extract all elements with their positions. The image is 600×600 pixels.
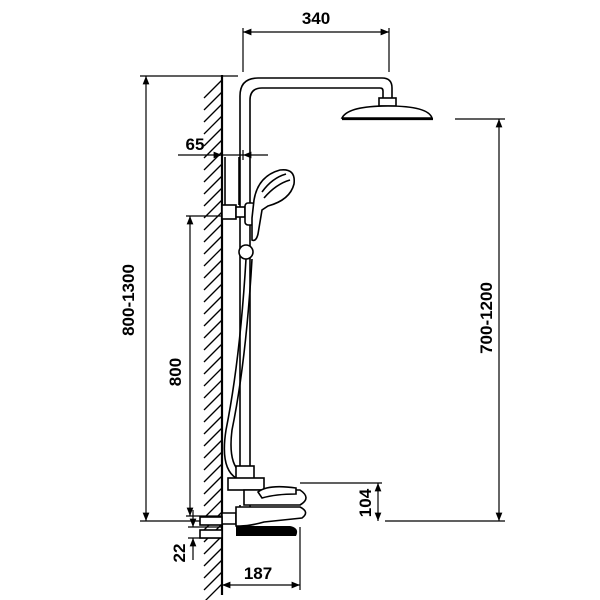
- wall-hatch-line: [203, 223, 223, 243]
- wall-hatch-line: [203, 259, 223, 279]
- shower-hose: [223, 258, 253, 479]
- mixer-height-dimension: 104: [300, 482, 382, 521]
- wall-hatch-line: [203, 211, 223, 231]
- wall-hatch-line: [203, 487, 223, 507]
- wall-hatch-line: [203, 331, 223, 351]
- total-height-dimension: 800-1300: [119, 75, 238, 522]
- wall-hatch-line: [203, 391, 223, 411]
- bar-height-dimension: 800: [166, 215, 222, 517]
- wall-hatch-line: [203, 559, 223, 579]
- thermostatic-mixer-icon: [199, 465, 307, 539]
- wall-hatch-line: [203, 175, 223, 195]
- wall-hatch-line: [203, 367, 223, 387]
- wall-hatch-line: [203, 79, 223, 99]
- total-height-label: 800-1300: [119, 264, 138, 336]
- rain-shower-head-icon: [340, 105, 434, 121]
- mixer-height-label: 104: [356, 488, 375, 517]
- wall-bracket-upper: [221, 157, 246, 220]
- wall-hatch-line: [203, 535, 223, 555]
- wall-hatch-line: [203, 463, 223, 483]
- wall-hatch-line: [203, 427, 223, 447]
- hand-shower-icon: [238, 168, 296, 260]
- head-height-dimension: 700-1200: [385, 118, 505, 522]
- wall-hatch-line: [203, 319, 223, 339]
- wall-hatch-line: [203, 379, 223, 399]
- spout-reach-dimension: 187: [222, 527, 301, 590]
- shower-column: [239, 77, 397, 470]
- wall-hatch-line: [203, 307, 223, 327]
- wall-hatch-line: [203, 127, 223, 147]
- wall-hatch-line: [203, 571, 223, 591]
- wall-hatch-line: [203, 115, 223, 135]
- arm-reach-label: 340: [302, 9, 330, 28]
- spout-reach-label: 187: [244, 564, 272, 583]
- column-offset-label: 65: [186, 135, 205, 154]
- wall-hatch-line: [203, 103, 223, 123]
- mixer-offset-label: 22: [170, 544, 189, 563]
- wall-hatch-line: [203, 355, 223, 375]
- wall-hatch-line: [203, 283, 223, 303]
- wall-hatch-line: [203, 91, 223, 111]
- wall-hatch-line: [203, 199, 223, 219]
- wall-hatch-line: [203, 271, 223, 291]
- wall-hatch-line: [203, 295, 223, 315]
- wall-hatch-line: [203, 547, 223, 567]
- wall-hatch-line: [203, 499, 223, 519]
- wall-hatch-line: [203, 451, 223, 471]
- wall-hatch-line: [203, 403, 223, 423]
- wall-hatch-line: [203, 415, 223, 435]
- wall-hatch-line: [205, 583, 223, 600]
- wall-hatch-line: [203, 343, 223, 363]
- wall-hatch-line: [203, 439, 223, 459]
- wall-hatch-line: [203, 163, 223, 183]
- arm-reach-dimension: 340: [242, 9, 390, 72]
- wall-hatch-line: [203, 247, 223, 267]
- wall-hatch-line: [203, 475, 223, 495]
- bar-height-label: 800: [166, 358, 185, 386]
- wall-hatch-line: [203, 235, 223, 255]
- head-height-label: 700-1200: [477, 282, 496, 354]
- wall-hatch-line: [203, 187, 223, 207]
